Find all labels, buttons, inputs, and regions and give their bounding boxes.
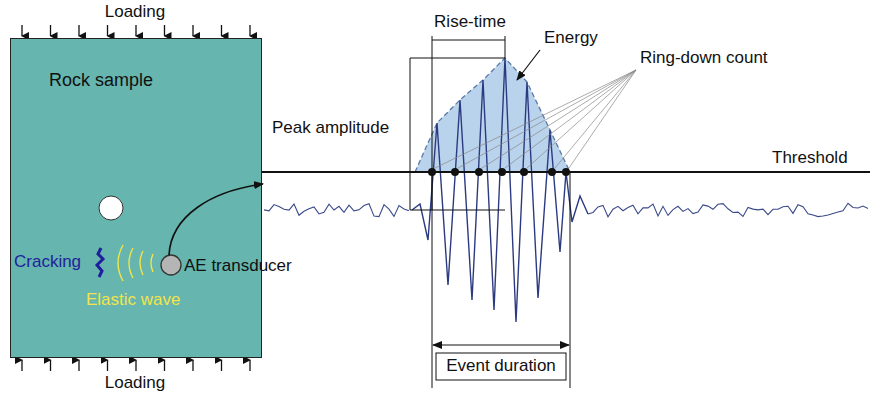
duration-arrow [433, 345, 569, 346]
peak-line [410, 58, 505, 59]
load-arrow [164, 360, 165, 371]
cracking-label: Cracking [14, 252, 81, 272]
load-arrow [21, 25, 22, 36]
load-label: Loading [105, 2, 166, 22]
threshold-crossing [475, 168, 483, 176]
load-arrow [50, 25, 51, 36]
energy-pointer [517, 50, 540, 80]
baseline [410, 210, 505, 211]
load-arrow [192, 25, 193, 36]
noise-signal [588, 203, 868, 217]
ring-down-leader [505, 70, 636, 168]
rise-time-label: Rise-time [434, 12, 506, 32]
ring-down-leader [569, 70, 636, 168]
rock-sample: Rock sample [10, 38, 262, 358]
load-arrow [164, 25, 165, 36]
load-arrow [249, 25, 250, 36]
threshold-crossing [451, 168, 459, 176]
ae-transducer [161, 255, 181, 275]
ring-down-leader [435, 70, 636, 168]
crack [97, 248, 103, 277]
signal-arrow [169, 184, 263, 255]
duration-frame [436, 353, 566, 380]
event-duration-label: Event duration [446, 356, 556, 376]
elastic-wave [118, 245, 153, 281]
ring-down-leader [458, 70, 636, 168]
ring-down-leader [527, 70, 636, 168]
duration-tick [570, 172, 571, 388]
load-arrow [107, 25, 108, 36]
elastic-wave-label: Elastic wave [86, 290, 180, 310]
energy-label: Energy [544, 28, 598, 48]
load-label: Loading [105, 373, 166, 393]
threshold-crossing [548, 168, 556, 176]
threshold-crossing [498, 168, 506, 176]
load-arrow [21, 360, 22, 371]
peak-line [410, 58, 411, 210]
ring-down-leader [482, 70, 636, 168]
ring-down-leader [555, 70, 636, 168]
load-arrow [249, 360, 250, 371]
ae-waveform [412, 58, 588, 322]
threshold-crossing [428, 168, 436, 176]
transducer-label: AE transducer [184, 256, 292, 276]
rise-time-bracket [432, 40, 505, 41]
load-arrow [221, 25, 222, 36]
duration-tick [432, 175, 433, 388]
noise-signal [264, 204, 409, 217]
node-title: Rock sample [49, 69, 261, 91]
load-arrow [50, 360, 51, 371]
load-arrow [221, 360, 222, 371]
ring-down-label: Ring-down count [640, 48, 768, 68]
load-arrow [107, 360, 108, 371]
energy-envelope [415, 58, 570, 172]
load-arrow [135, 360, 136, 371]
threshold-label: Threshold [772, 148, 848, 168]
threshold-crossing [562, 168, 570, 176]
ring-down-marks [428, 70, 636, 176]
borehole [99, 196, 123, 220]
peak-amplitude-label: Peak amplitude [272, 118, 389, 138]
load-arrow [78, 360, 79, 371]
threshold-crossing [520, 168, 528, 176]
load-arrow [78, 25, 79, 36]
rise-time-tick [505, 36, 506, 58]
load-arrow [192, 360, 193, 371]
load-arrow [135, 25, 136, 36]
